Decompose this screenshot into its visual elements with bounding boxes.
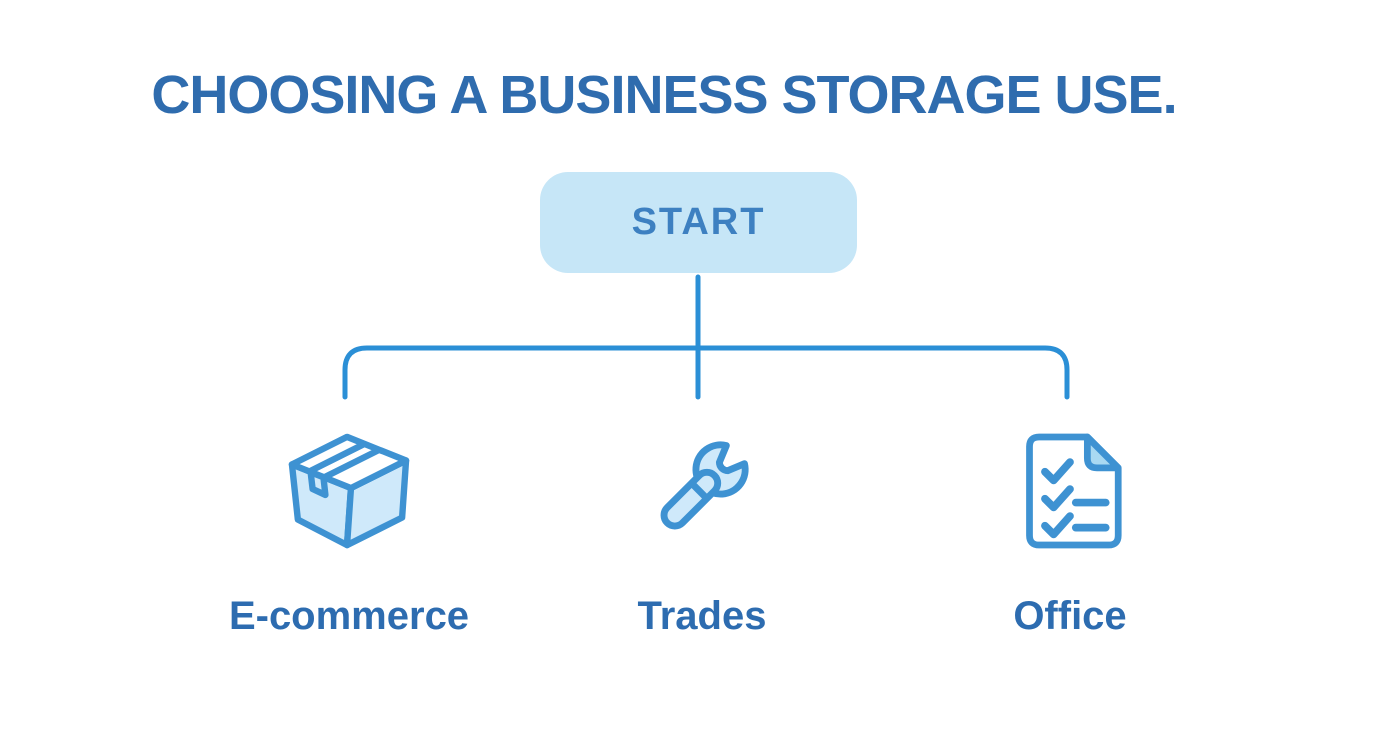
branch-icon-slot <box>638 428 766 554</box>
branch-icon-slot <box>1016 428 1124 554</box>
branch-office: Office <box>920 428 1220 639</box>
package-box-icon <box>288 433 410 549</box>
checklist-document-icon <box>1026 433 1122 549</box>
branch-trades: Trades <box>552 428 852 639</box>
branch-label-ecommerce: E-commerce <box>228 594 470 638</box>
wrench-icon <box>660 441 749 530</box>
branch-rail-line <box>342 345 1070 400</box>
branch-label-office: Office <box>1013 594 1127 638</box>
branch-icon-slot <box>284 428 414 554</box>
branch-ecommerce: E-commerce <box>199 428 499 639</box>
diagram-title: CHOOSING A BUSINESS STORAGE USE. <box>151 65 1177 125</box>
start-node: START <box>540 172 857 273</box>
start-node-label: START <box>631 201 766 243</box>
branch-label-trades: Trades <box>637 594 767 638</box>
